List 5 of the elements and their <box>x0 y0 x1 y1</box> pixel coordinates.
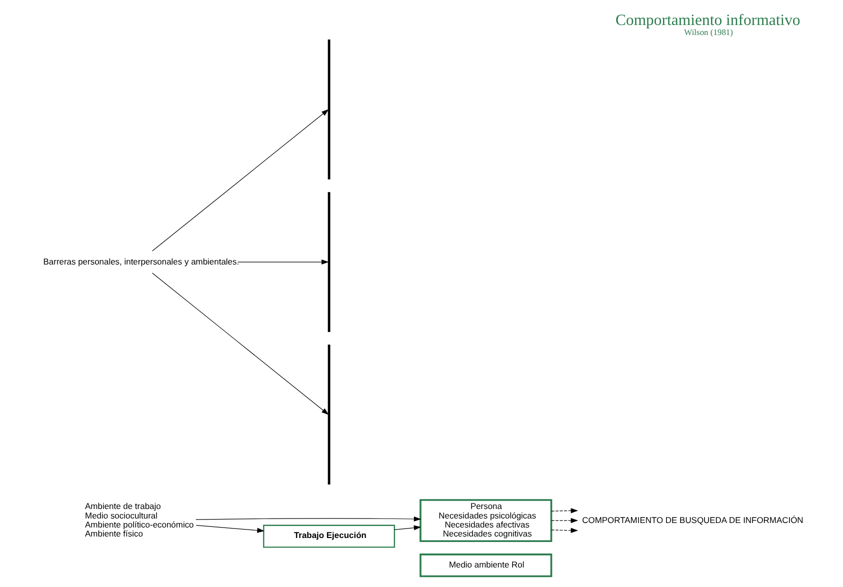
node-text: Ambiente de trabajo Medio sociocultural Ambiente político-económico Ambiente físico <box>84 501 194 538</box>
node-text: COMPORTAMIENTO DE BUSQUEDA DE INFORMACIÓN <box>582 514 803 525</box>
node-text: Barreras personales, interpersonales y ambientales. <box>42 256 239 266</box>
caption: Wilson (1981) <box>684 27 733 38</box>
diagram-title: Comportamiento informativo <box>614 12 800 30</box>
